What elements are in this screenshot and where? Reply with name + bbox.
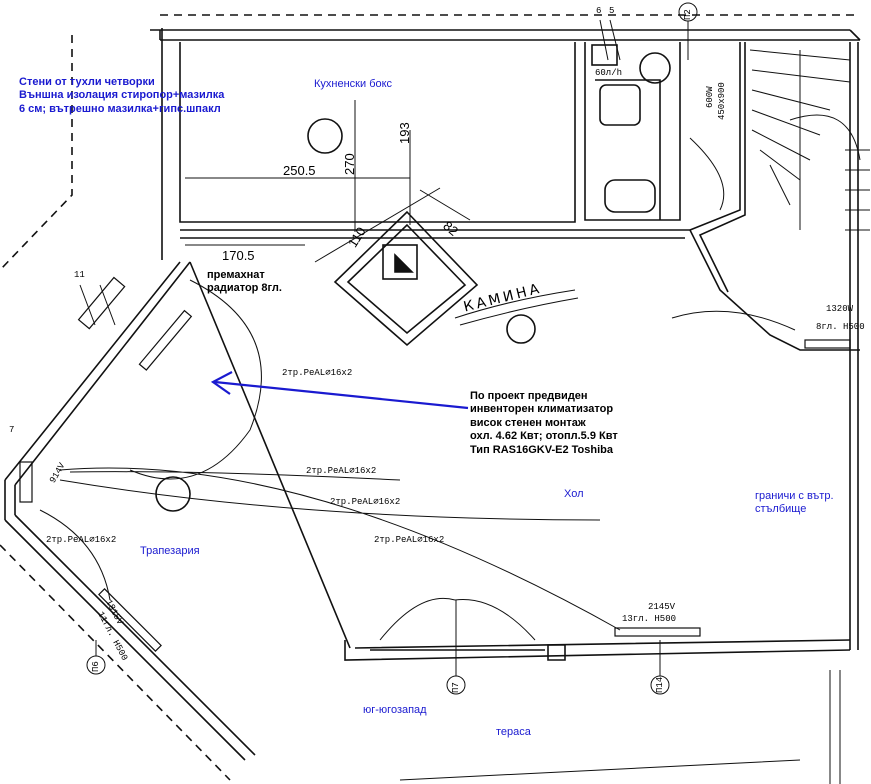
rad-600-w: 600W: [705, 86, 715, 108]
dining-wall-diagonal: [4, 261, 191, 486]
stair-arc: [789, 114, 861, 161]
terrace-door: [370, 644, 566, 661]
stair-wall: [689, 42, 746, 293]
outer-wall-top: [150, 28, 861, 260]
note-heater-removed: премахнат радиатор 8гл.: [207, 269, 282, 295]
pipe-label-3: 2тр.PeAL⌀16x2: [330, 497, 401, 507]
marker-7: 7: [9, 425, 15, 435]
dim-lines: [185, 100, 471, 263]
marker-5: 5: [609, 6, 615, 16]
bathroom-walls: [584, 42, 681, 221]
room-hall: Хол: [564, 488, 584, 500]
terrace-wall: [344, 639, 851, 661]
marker-p7: П7: [451, 682, 461, 693]
note-walls: Стени от тухли четворки Външна изолация …: [19, 76, 225, 115]
rad-2145-w: 2145V: [648, 602, 676, 612]
pipe-routes: [39, 279, 621, 631]
dim-193: 193: [397, 122, 412, 144]
marker-11: 11: [74, 270, 85, 280]
dim-170: 170.5: [222, 248, 255, 263]
fireplace: [333, 210, 479, 347]
marker-p14: П14: [655, 676, 665, 693]
stairs: [749, 49, 870, 231]
rad-600-g: 450x900: [717, 82, 727, 120]
dining-wall-left: [4, 480, 16, 520]
pipe-label-1: 2тр.PeAL⌀16x2: [282, 368, 353, 378]
dim-250: 250.5: [283, 163, 316, 178]
outer-envelope: [0, 14, 860, 781]
pipe-label-2: 2тр.PeAL⌀16x2: [306, 466, 377, 476]
rad-1320-w: 1320W: [826, 304, 854, 314]
hall-wall-top: [180, 229, 860, 351]
room-stairs-border: граничи с вътр. стълбище: [755, 490, 834, 516]
room-kitchen: Кухненски бокс: [314, 78, 393, 90]
pipe-label-4: 2тр.PeAL⌀16x2: [374, 535, 445, 545]
dining-wall-bottom: [4, 514, 256, 761]
rad-1320-g: 8гл. H500: [816, 322, 865, 332]
boiler-label: 60л/h: [595, 68, 623, 78]
label-southwest: юг-югозапад: [363, 704, 427, 716]
ac-arrow: [210, 371, 469, 410]
kitchen-wall: [179, 42, 576, 223]
door-swing: [379, 137, 796, 641]
dining-hall-divider: [189, 261, 351, 649]
marker-6: 6: [596, 6, 602, 16]
rad-2145-g: 13гл. H500: [622, 614, 677, 624]
note-ac-unit: По проект предвиден инвенторен климатиза…: [470, 390, 618, 456]
pipe-label-5: 2тр.PeAL⌀16x2: [46, 535, 117, 545]
room-terrace: тераса: [496, 726, 531, 738]
dim-270: 270: [342, 153, 357, 175]
marker-p6: П6: [91, 661, 101, 672]
marker-p2: П2: [683, 9, 693, 20]
room-dining: Трапезария: [140, 545, 200, 557]
